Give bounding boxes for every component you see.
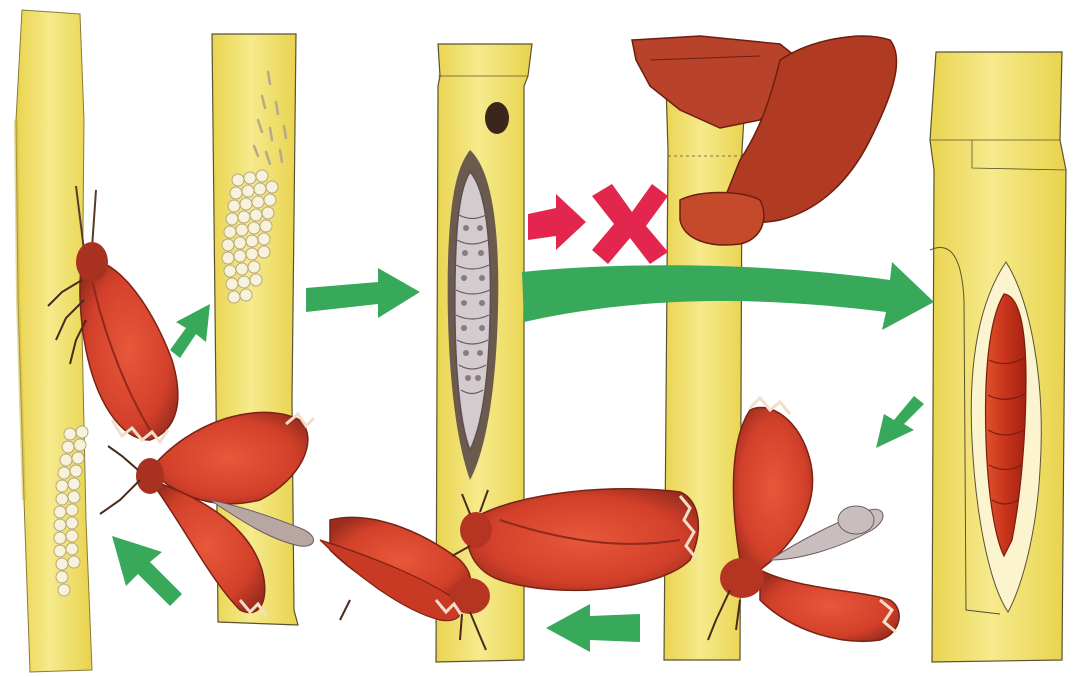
- stem-1: [16, 10, 92, 672]
- red-arrow-icon: [528, 194, 586, 250]
- entry-hole: [485, 102, 509, 134]
- stem-5: [930, 52, 1066, 662]
- red-cross-icon: [592, 184, 668, 264]
